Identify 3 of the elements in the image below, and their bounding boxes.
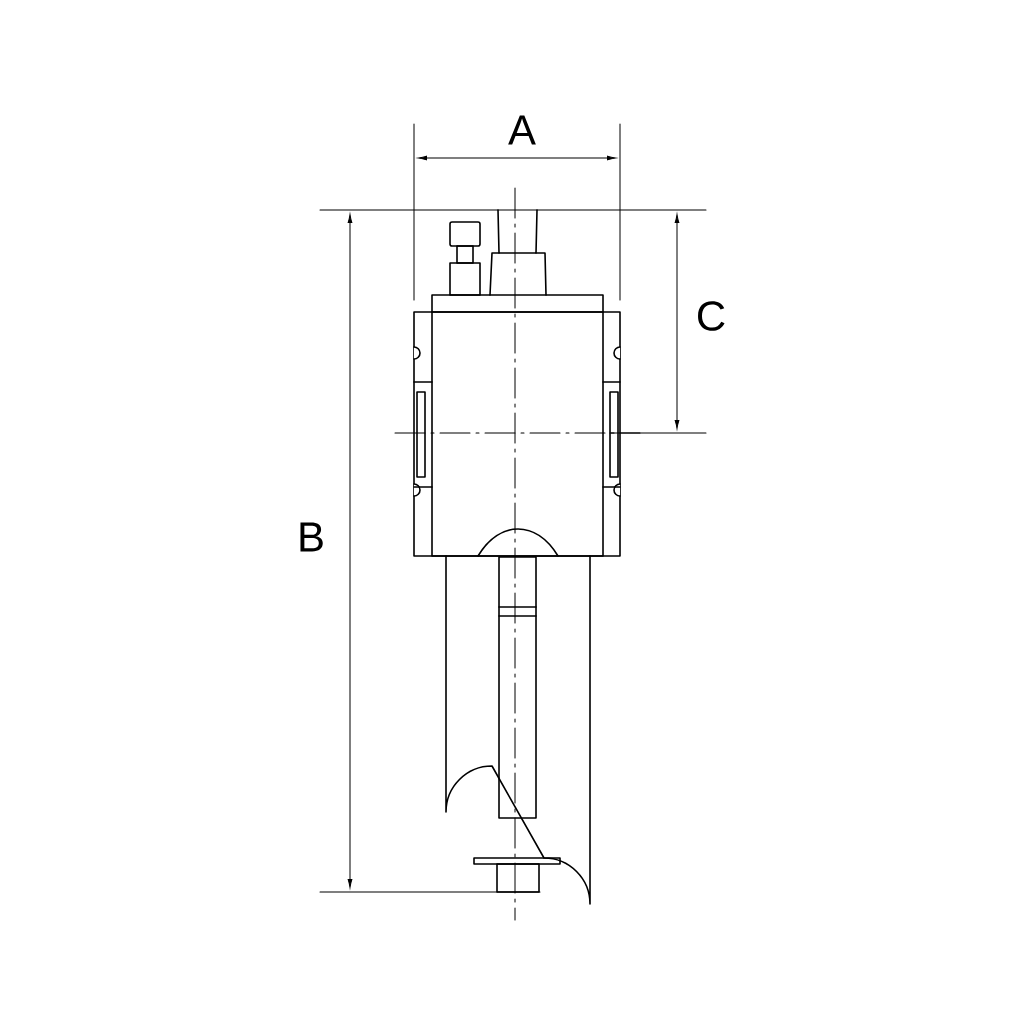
dimension-label: A <box>508 115 536 145</box>
dimension-label: B <box>300 522 323 552</box>
dimension-label: C <box>698 301 725 331</box>
